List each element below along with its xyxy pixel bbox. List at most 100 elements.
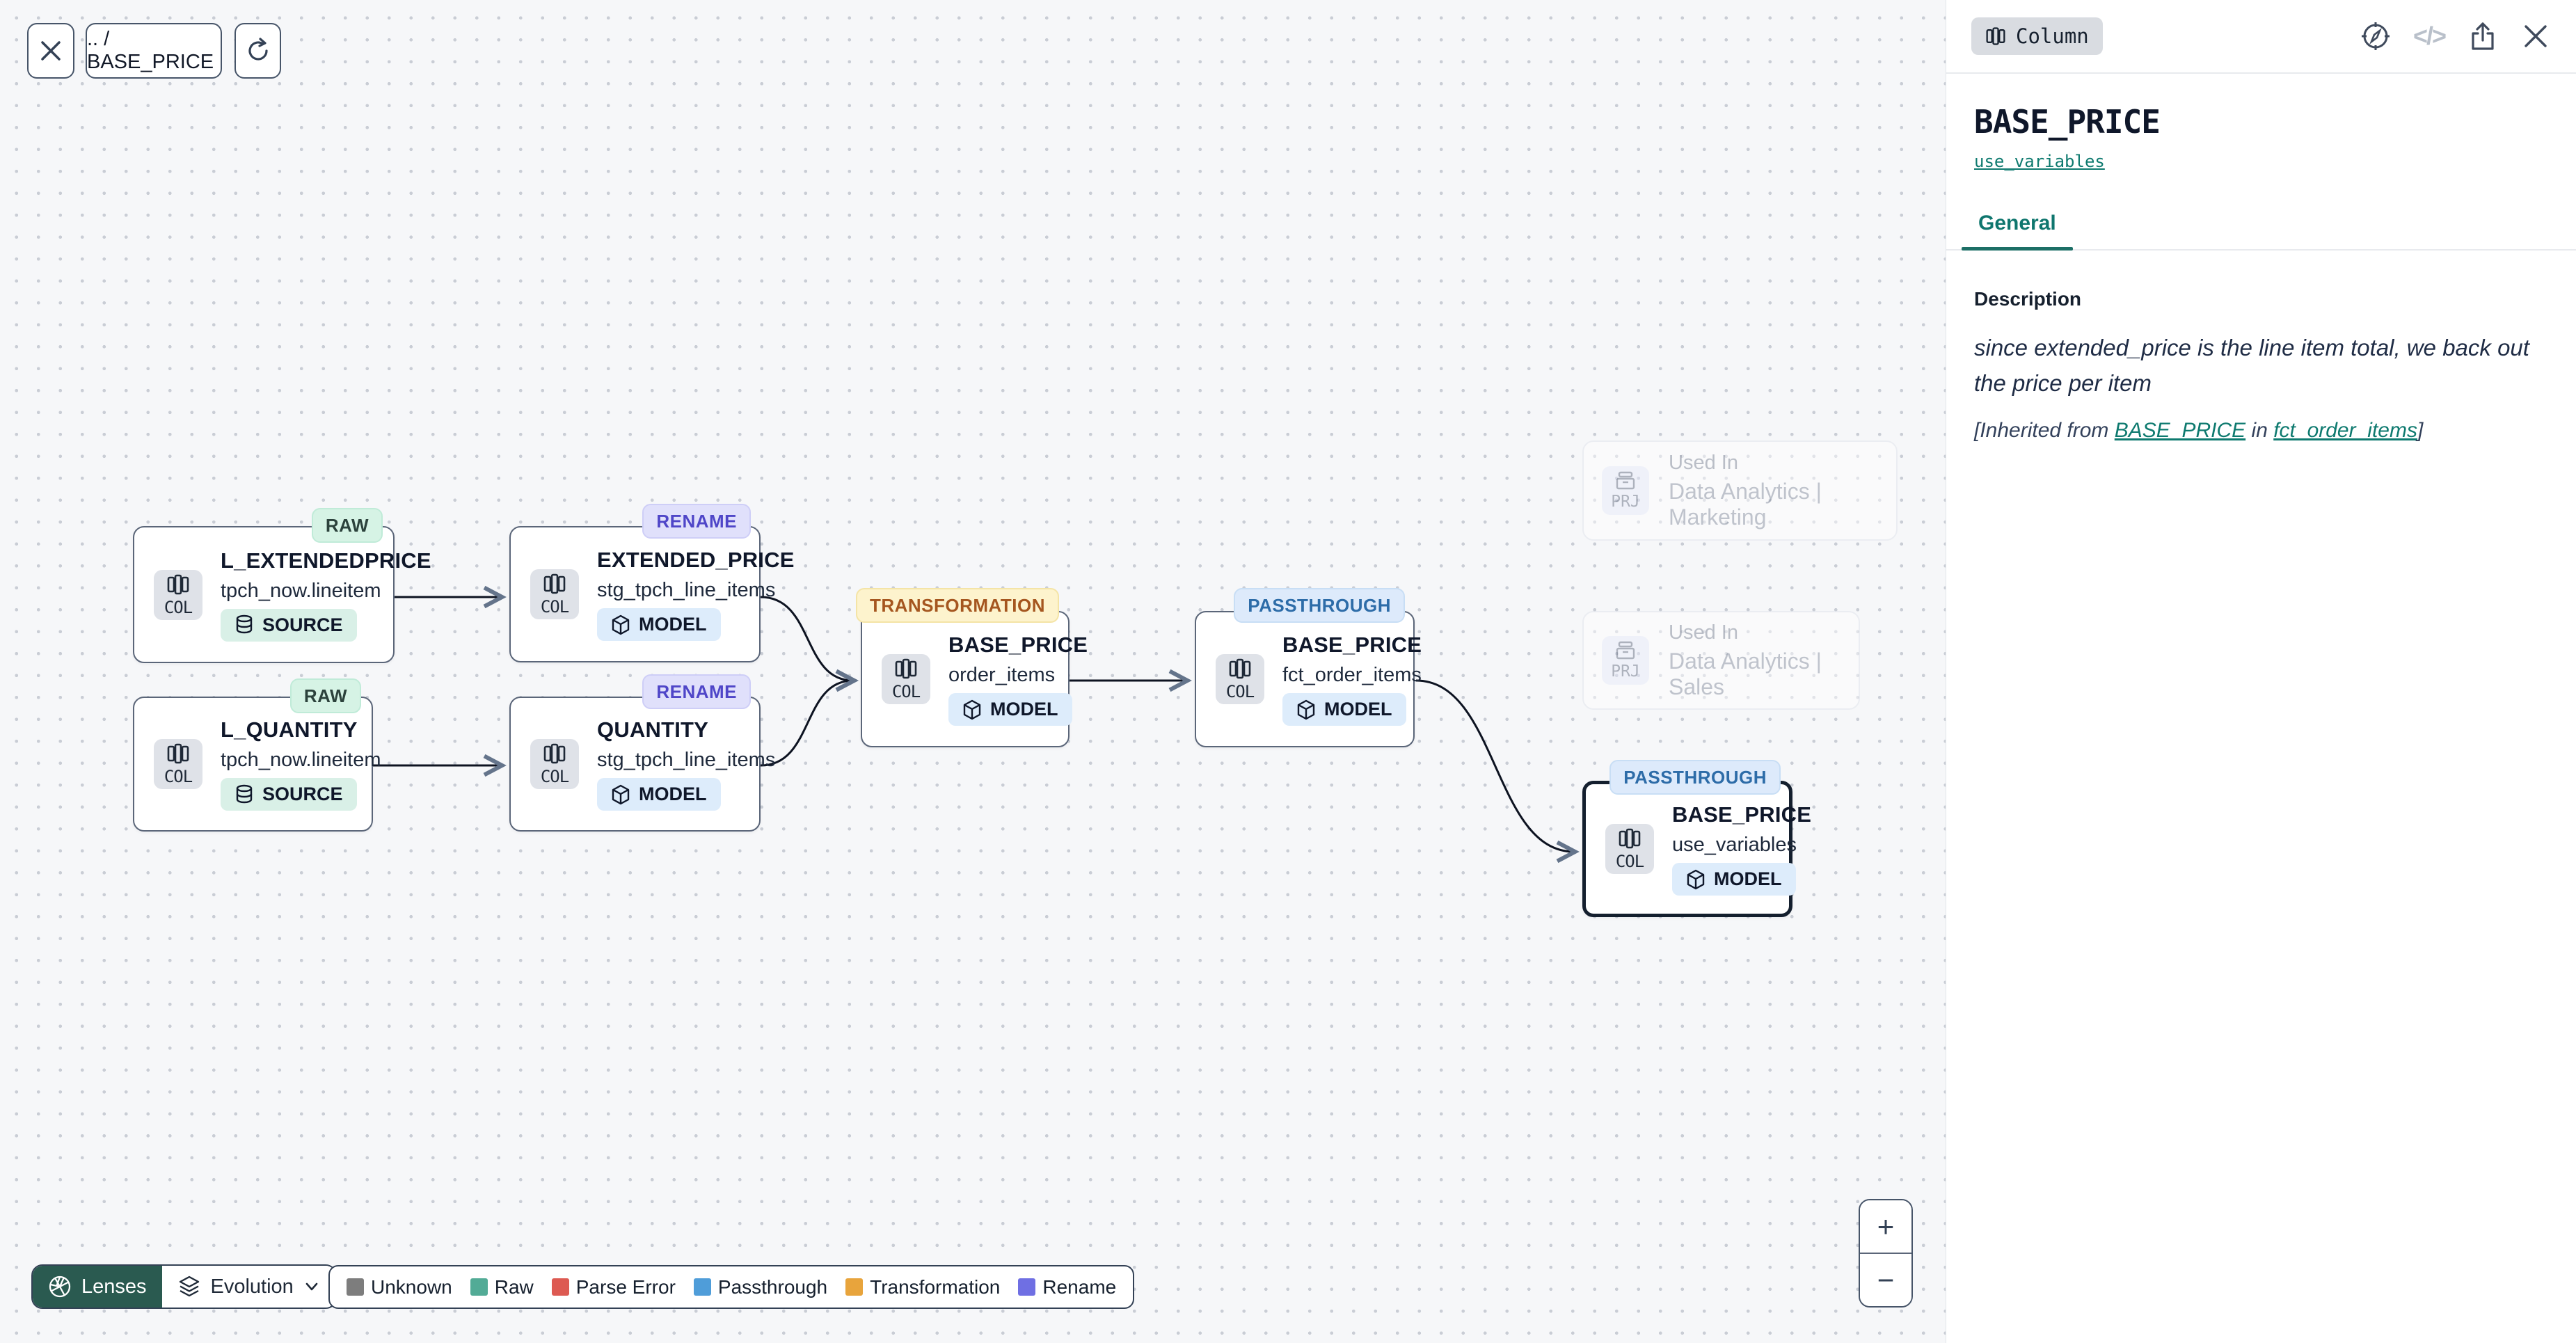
node-title: L_QUANTITY: [221, 717, 358, 742]
node-l-quantity[interactable]: RAW COL L_QUANTITY tpch_now.lineitem SOU…: [133, 678, 381, 832]
lenses-label: Lenses: [81, 1275, 147, 1298]
source-badge: SOURCE: [221, 608, 357, 642]
badge-label: MODEL: [1324, 699, 1392, 720]
zoom-in-button[interactable]: +: [1860, 1200, 1911, 1253]
source-badge: SOURCE: [221, 778, 357, 811]
lens-select[interactable]: Evolution: [161, 1266, 335, 1308]
node-subtitle: order_items: [948, 664, 1056, 686]
chevron-down-icon: [305, 1282, 318, 1291]
lenses-button[interactable]: Lenses: [33, 1266, 162, 1308]
node-base-price-order-items[interactable]: TRANSFORMATION COL BASE_PRICE order_item…: [855, 588, 1088, 747]
legend-swatch: [845, 1278, 864, 1296]
lenses-control: Lenses Evolution: [31, 1264, 337, 1309]
used-in-project: Data Analytics | Marketing: [1669, 478, 1822, 530]
columns-icon: [1619, 828, 1641, 849]
used-in-node-marketing[interactable]: PRJ Used In Data Analytics | Marketing: [1582, 440, 1898, 541]
used-in-node-sales[interactable]: PRJ Used In Data Analytics | Sales: [1582, 611, 1860, 710]
node-title: QUANTITY: [597, 717, 709, 742]
node-l-extendedprice[interactable]: RAW COL L_EXTENDEDPRICE tpch_now.lineite…: [133, 508, 431, 663]
close-lineage-button[interactable]: [27, 23, 74, 79]
inherited-suffix: ]: [2417, 419, 2424, 443]
columns-icon: [167, 574, 189, 594]
legend-item: Unknown: [347, 1276, 452, 1298]
node-subtitle: tpch_now.lineitem: [221, 579, 381, 602]
explore-button[interactable]: [2359, 19, 2392, 53]
inherited-middle: in: [2245, 419, 2274, 443]
zoom-out-button[interactable]: −: [1860, 1254, 1911, 1306]
evolution-tag: RENAME: [642, 674, 751, 709]
close-panel-button[interactable]: [2520, 21, 2551, 51]
columns-icon: [543, 743, 566, 764]
divider: [1860, 1253, 1911, 1254]
project-kind-chip: PRJ: [1602, 466, 1649, 515]
node-base-price-use-variables-selected[interactable]: PASSTHROUGH COL BASE_PRICE use_variables…: [1582, 760, 1811, 917]
evolution-legend: Unknown Raw Parse Error Passthrough Tran…: [328, 1265, 1135, 1309]
column-kind-chip: COL: [1216, 654, 1264, 704]
description-text: since extended_price is the line item to…: [1974, 335, 2529, 397]
used-in-project: Data Analytics | Sales: [1669, 648, 1822, 699]
model-link[interactable]: use_variables: [1974, 152, 2105, 171]
lens-aperture-icon: [49, 1276, 71, 1298]
cube-icon: [963, 699, 981, 720]
project-icon: [1616, 641, 1635, 660]
lineage-canvas[interactable]: .. / BASE_PRICE RAW COL L_EXTENDEDPRICE …: [0, 0, 1946, 1343]
cube-icon: [612, 784, 630, 804]
node-title: BASE_PRICE: [1672, 802, 1812, 827]
kind-label: PRJ: [1611, 493, 1640, 511]
node-quantity[interactable]: RENAME COL QUANTITY stg_tpch_line_items …: [509, 674, 775, 832]
canvas-zoom-controls: + −: [1859, 1199, 1913, 1308]
badge-label: MODEL: [639, 614, 707, 635]
breadcrumb[interactable]: .. / BASE_PRICE: [86, 23, 222, 79]
refresh-icon: [248, 38, 268, 61]
badge-label: SOURCE: [262, 614, 343, 635]
refresh-button[interactable]: [234, 23, 281, 79]
entity-type-badge: Column: [1971, 17, 2103, 55]
entity-type-label: Column: [2016, 24, 2089, 48]
badge-label: MODEL: [639, 784, 707, 804]
evolution-tag: RAW: [289, 678, 361, 713]
badge-label: MODEL: [1714, 868, 1782, 889]
legend-item: Raw: [470, 1276, 534, 1298]
kind-label: COL: [164, 767, 193, 786]
node-subtitle: fct_order_items: [1282, 664, 1422, 686]
evolution-tag: PASSTHROUGH: [1609, 760, 1781, 795]
share-button[interactable]: [2466, 19, 2499, 53]
model-badge: MODEL: [948, 693, 1072, 726]
node-extended-price[interactable]: RENAME COL EXTENDED_PRICE stg_tpch_line_…: [509, 504, 794, 662]
legend-label: Rename: [1042, 1276, 1117, 1298]
legend-swatch: [470, 1278, 488, 1296]
view-code-button[interactable]: </>: [2413, 22, 2447, 51]
inherited-model-link[interactable]: fct_order_items: [2273, 419, 2417, 443]
model-badge: MODEL: [1282, 693, 1406, 726]
model-badge: MODEL: [1672, 863, 1796, 896]
legend-label: Unknown: [371, 1276, 452, 1298]
evolution-tag: RENAME: [642, 504, 751, 539]
description-label: Description: [1974, 288, 2082, 310]
legend-swatch: [1018, 1278, 1036, 1296]
panel-tabs: General: [1946, 212, 2576, 251]
inherited-note: [Inherited from BASE_PRICE in fct_order_…: [1974, 419, 2548, 443]
node-base-price-fct-order-items[interactable]: PASSTHROUGH COL BASE_PRICE fct_order_ite…: [1195, 588, 1422, 747]
used-in-label: Used In: [1669, 621, 1738, 644]
tab-general[interactable]: General: [1962, 212, 2073, 251]
node-title: BASE_PRICE: [948, 633, 1088, 657]
legend-swatch: [693, 1278, 711, 1296]
node-subtitle: use_variables: [1672, 834, 1797, 856]
panel-header: Column </>: [1946, 0, 2576, 74]
compass-icon: [2361, 22, 2390, 50]
column-kind-chip: COL: [1605, 824, 1654, 874]
legend-label: Parse Error: [575, 1276, 676, 1298]
node-subtitle: tpch_now.lineitem: [221, 749, 381, 771]
kind-label: PRJ: [1611, 662, 1640, 681]
legend-swatch: [551, 1278, 569, 1296]
kind-label: COL: [891, 682, 921, 701]
columns-icon: [167, 743, 189, 764]
inherited-column-link[interactable]: BASE_PRICE: [2114, 419, 2246, 443]
edge-extendedprice-baseprice: [760, 596, 859, 692]
project-icon: [1616, 471, 1635, 490]
legend-label: Transformation: [870, 1276, 1001, 1298]
legend-label: Passthrough: [717, 1276, 828, 1298]
column-kind-chip: COL: [530, 569, 579, 619]
node-subtitle: stg_tpch_line_items: [597, 579, 776, 601]
inherited-prefix: [Inherited from: [1974, 419, 2115, 443]
